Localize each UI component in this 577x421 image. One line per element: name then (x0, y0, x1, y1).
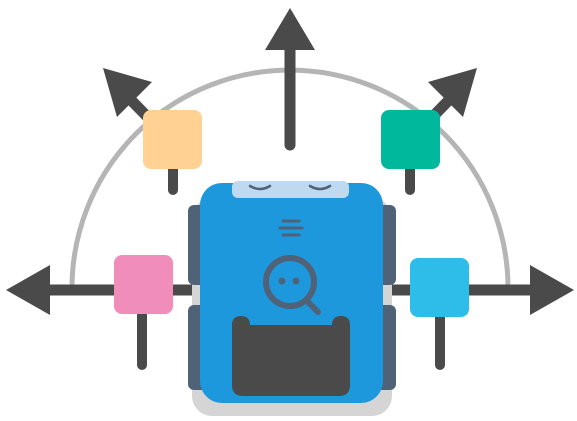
robot-front-panel (232, 316, 350, 396)
marker-upper-left (143, 110, 202, 169)
marker-right (410, 258, 469, 317)
robot-icon (188, 181, 396, 416)
arrow-up-icon (265, 8, 315, 145)
arrow-right-icon (380, 265, 574, 315)
marker-left (114, 255, 173, 314)
robot-sensor-strip (232, 181, 349, 198)
marker-upper-right (381, 110, 440, 169)
